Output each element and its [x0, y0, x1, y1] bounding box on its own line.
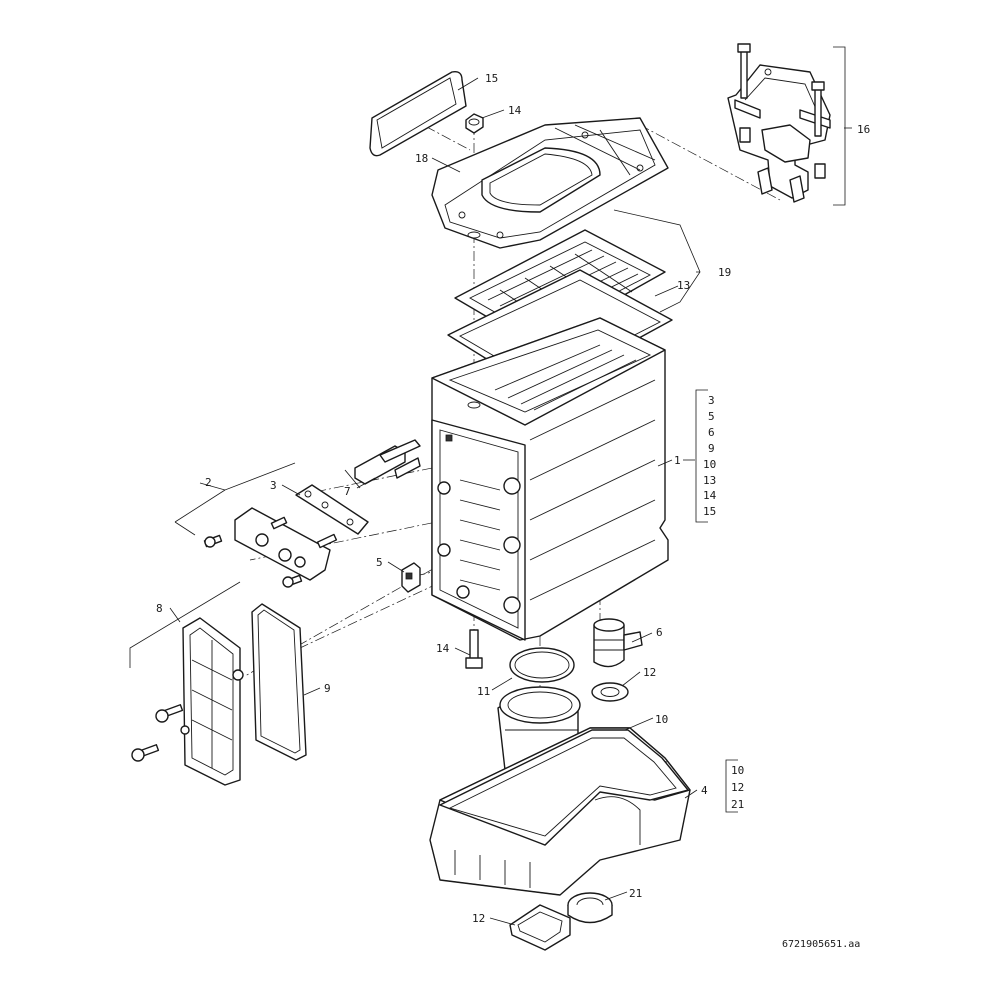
bracket-part-16	[727, 43, 831, 203]
callout-12-bottom: 12	[472, 912, 485, 925]
gasket-part-15	[369, 70, 467, 157]
callout-labels: 15 14 18 16 19 13 1 2 3 7 5 8 9 14 11 6 …	[156, 72, 870, 925]
seal-part-21	[567, 892, 613, 924]
drawing-reference-number: 6721905651.aa	[782, 939, 860, 950]
sensor-part-7	[344, 439, 421, 489]
group-4-item: 12	[731, 781, 744, 794]
callout-16: 16	[857, 123, 870, 136]
connector-part-5	[401, 562, 421, 593]
seal-part-12-bottom	[509, 904, 571, 951]
nut-part-14-top	[465, 113, 484, 134]
group-1-item: 10	[703, 458, 716, 471]
siphon-connector-part-6	[593, 618, 643, 668]
callout-19: 19	[718, 266, 731, 279]
heat-exchanger-part-1	[431, 317, 669, 641]
group-1-item: 15	[703, 505, 716, 518]
callout-15: 15	[485, 72, 498, 85]
group-4-item: 21	[731, 798, 744, 811]
callout-12-mid: 12	[643, 666, 656, 679]
o-ring-part-11	[509, 647, 575, 683]
group-1-item: 5	[708, 410, 715, 423]
callout-2: 2	[205, 476, 212, 489]
callout-8: 8	[156, 602, 163, 615]
callout-14-bottom: 14	[436, 642, 450, 655]
screw-part-2a	[203, 534, 223, 548]
callout-18: 18	[415, 152, 428, 165]
tray-seal-part-10	[439, 729, 689, 846]
callout-7: 7	[344, 485, 351, 498]
group-1-item: 14	[703, 489, 717, 502]
callout-13: 13	[677, 279, 690, 292]
seal-ring-part-12-mid	[591, 682, 629, 702]
bolt-part-8b	[131, 744, 160, 762]
seal-part-9	[251, 603, 307, 761]
callout-21: 21	[629, 887, 642, 900]
callout-6: 6	[656, 626, 663, 639]
heat-exchanger-fins	[459, 344, 656, 601]
callout-4: 4	[701, 784, 708, 797]
callout-3: 3	[270, 479, 277, 492]
bolt-part-8a	[155, 704, 184, 723]
callout-11: 11	[477, 685, 490, 698]
cover-plate-part-8	[131, 617, 244, 786]
ignition-electrode-part-2	[203, 507, 338, 588]
callout-1: 1	[674, 454, 681, 467]
callout-9: 9	[324, 682, 331, 695]
bolt-part-14-bottom	[465, 629, 483, 669]
group-1-item: 9	[708, 442, 715, 455]
gasket-plate-part-3	[295, 484, 369, 535]
group-list-part-1: 3 5 6 9 10 13 14 15	[703, 394, 717, 518]
callout-10: 10	[655, 713, 668, 726]
group-1-item: 6	[708, 426, 715, 439]
callout-14-top: 14	[508, 104, 522, 117]
group-brackets	[695, 46, 846, 813]
group-4-item: 10	[731, 764, 744, 777]
group-1-item: 13	[703, 474, 716, 487]
group-list-part-4: 10 12 21	[731, 764, 744, 811]
group-1-item: 3	[708, 394, 715, 407]
burner-cover-part-18	[431, 117, 669, 249]
callout-5: 5	[376, 556, 383, 569]
screw-part-2b	[282, 574, 303, 588]
leader-lines	[129, 77, 852, 926]
